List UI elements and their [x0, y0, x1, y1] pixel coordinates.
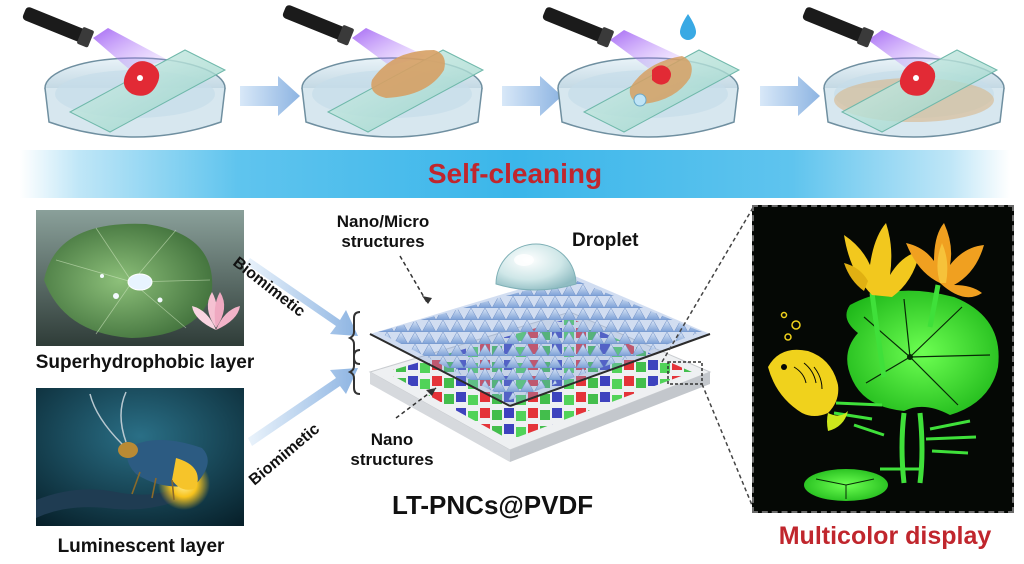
structure-schematic — [246, 243, 712, 462]
zoom-connector — [661, 205, 755, 511]
water-droplet-sphere — [495, 243, 577, 291]
banner-label: Self-cleaning — [427, 158, 603, 189]
flow-arrow-icon — [240, 76, 300, 116]
uv-flashlight-icon — [801, 6, 875, 48]
uv-flashlight-icon — [21, 6, 95, 48]
leader-line-top — [399, 255, 429, 305]
firefly-photo — [36, 388, 244, 526]
bracket-bottom — [347, 349, 361, 395]
uv-flashlight-icon — [281, 4, 355, 46]
leader-line-bottom — [395, 387, 437, 419]
self-cleaning-banner: Self-cleaning — [20, 150, 1010, 198]
superhydrophobic-layer-caption: Superhydrophobic layer — [35, 352, 255, 373]
droplet-label: Droplet — [572, 230, 639, 251]
step-1-panel — [44, 28, 227, 138]
lotus-flower-icon — [192, 292, 240, 330]
step-4-panel — [823, 30, 1005, 138]
yellow-lotus-flower — [844, 223, 920, 297]
water-droplet-icon — [680, 14, 696, 40]
uv-flashlight-icon — [541, 6, 615, 48]
superhydrophobic-layer-block — [369, 274, 711, 407]
step-3-panel — [557, 30, 741, 138]
self-cleaning-sequence — [21, 4, 1005, 138]
nano-line2: structures — [350, 450, 434, 469]
material-name: LT-PNCs@PVDF — [392, 490, 594, 520]
flow-arrow-icon — [502, 76, 562, 116]
flow-arrow-icon — [760, 76, 820, 116]
nano-structures-label: Nano structures — [336, 430, 448, 470]
multicolor-display-caption: Multicolor display — [778, 522, 992, 550]
biomimetic-arrow-top — [246, 258, 358, 336]
luminescent-layer-caption: Luminescent layer — [57, 536, 225, 557]
lotus-leaf-photo — [36, 210, 244, 346]
multicolor-display-image — [752, 205, 1014, 513]
step-2-panel — [301, 28, 485, 138]
nano-micro-structures-label: Nano/Micro structures — [318, 212, 448, 252]
orange-lotus-flower — [906, 223, 984, 298]
koi-fish — [768, 311, 848, 431]
biomimetic-arrow-bottom — [248, 368, 358, 446]
nano-micro-line2: structures — [341, 232, 425, 251]
nano-line1: Nano — [370, 430, 414, 449]
zoom-region-box — [667, 361, 703, 385]
nano-micro-line1: Nano/Micro — [336, 212, 430, 231]
